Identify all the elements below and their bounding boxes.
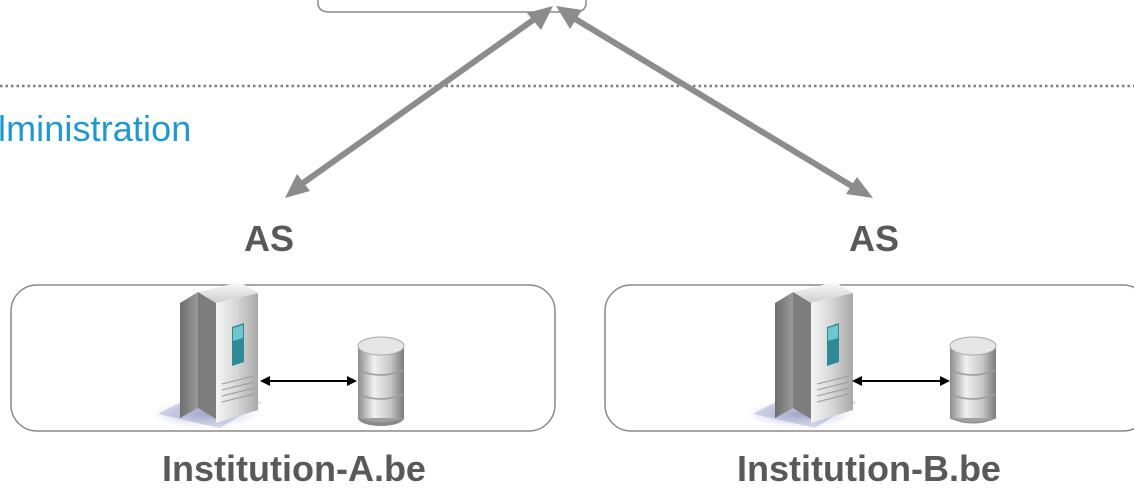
top-node-box	[317, 0, 587, 13]
arrow-top-to-as-right	[556, 6, 873, 198]
server-db-link-a	[260, 376, 357, 386]
database-cylinder-icon	[949, 336, 997, 424]
institution-b-box	[604, 284, 1134, 432]
as-label-right: AS	[849, 218, 900, 259]
database-cylinder-icon	[357, 336, 405, 426]
as-label-left: AS	[244, 218, 295, 259]
server-tower-icon	[745, 282, 857, 428]
server-db-link-b	[852, 376, 950, 386]
institution-a-box	[10, 284, 556, 432]
institution-a-label: Institution-A.be	[162, 448, 426, 489]
arrow-top-to-as-left	[285, 6, 553, 198]
server-tower-icon	[150, 282, 262, 428]
zone-label: lministration	[0, 108, 192, 149]
institution-b-label: Institution-B.be	[737, 448, 1001, 489]
